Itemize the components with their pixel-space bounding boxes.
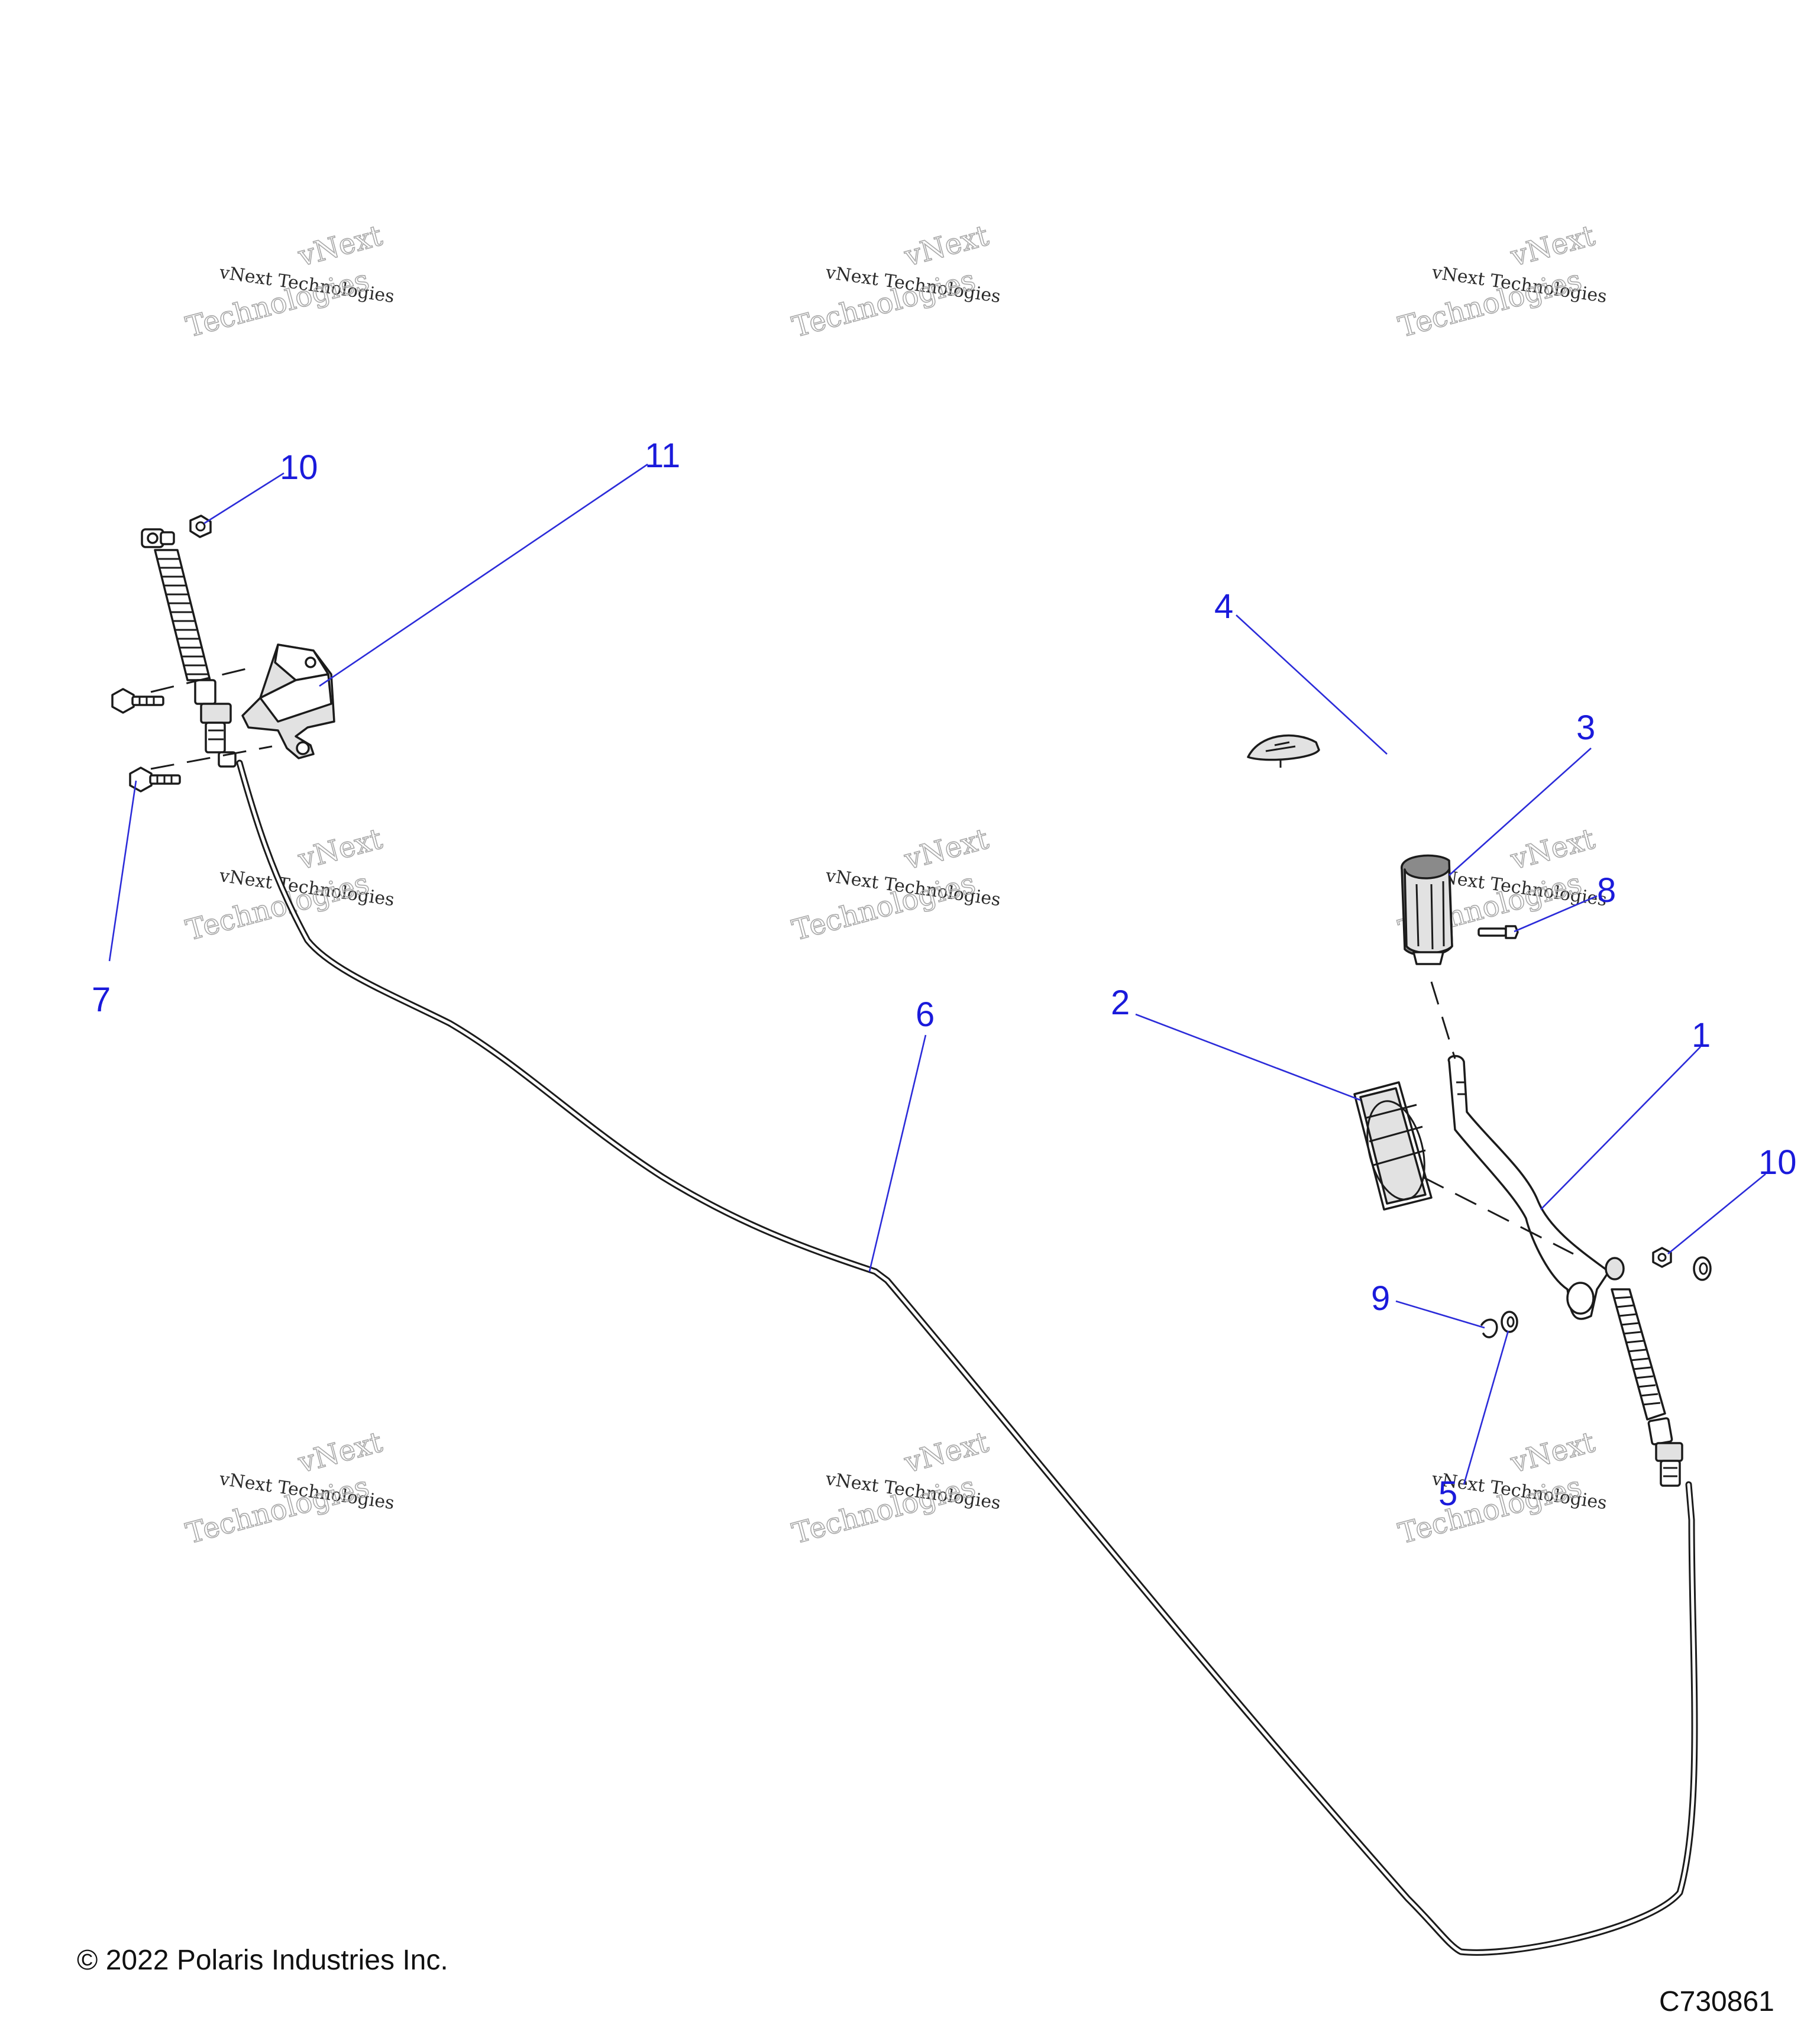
retaining-clip xyxy=(1480,1318,1498,1338)
watermark-brand: vNext xyxy=(901,219,992,273)
leader-11 xyxy=(319,463,648,687)
clutch-cable xyxy=(236,759,1698,1956)
assembly-line-pad xyxy=(1422,1176,1574,1255)
pedal-cover xyxy=(1401,854,1453,965)
cable-inner xyxy=(238,761,1696,1954)
callout-4: 4 xyxy=(1214,587,1233,626)
bolt-lower-left xyxy=(129,767,181,793)
watermark: vNext vNext Technologies Technologies xyxy=(788,218,1002,344)
watermark-brand: vNext xyxy=(1507,219,1598,273)
bolt-upper-left xyxy=(111,688,164,714)
spring-boot-right xyxy=(1611,1288,1683,1487)
copyright-notice: © 2022 Polaris Industries Inc. xyxy=(77,1945,448,1976)
watermark: vNext vNext Technologies Technologies xyxy=(182,822,396,947)
callout-leaders xyxy=(108,463,1766,1485)
watermark-brand: vNext xyxy=(295,822,386,877)
leader-10-right xyxy=(1667,1173,1766,1255)
washer-right xyxy=(1693,1256,1712,1281)
spring-boot-left xyxy=(154,549,211,681)
leader-8 xyxy=(1514,895,1598,933)
callout-5: 5 xyxy=(1438,1474,1457,1513)
callout-1: 1 xyxy=(1692,1016,1711,1055)
watermark: vNext vNext Technologies Technologies xyxy=(182,218,396,344)
callout-10-left: 10 xyxy=(280,448,318,487)
left-cable-end xyxy=(141,528,273,770)
leader-6 xyxy=(868,1034,927,1272)
leader-3 xyxy=(1449,748,1592,876)
callout-6: 6 xyxy=(916,995,935,1034)
nut-right xyxy=(1652,1247,1672,1268)
mount-line-upper xyxy=(150,667,249,693)
callout-labels: 10 11 7 4 3 8 2 1 10 9 5 6 xyxy=(92,436,1797,1513)
mount-line-lower xyxy=(150,745,273,770)
callout-10-right: 10 xyxy=(1758,1143,1797,1182)
leader-9 xyxy=(1395,1300,1485,1329)
callout-9: 9 xyxy=(1371,1279,1390,1318)
pedal-pad xyxy=(1353,1081,1433,1211)
watermark: vNext vNext Technologies Technologies xyxy=(788,1425,1002,1551)
cover-screw xyxy=(1477,925,1519,939)
watermark: vNext vNext Technologies Technologies xyxy=(1395,218,1608,344)
washer-5 xyxy=(1501,1311,1518,1333)
ball-joint-left xyxy=(141,528,175,548)
callout-11: 11 xyxy=(645,436,680,475)
assembly-line-cover xyxy=(1430,981,1456,1059)
watermark-brand: vNext xyxy=(1507,822,1598,877)
watermark: vNext vNext Technologies Technologies xyxy=(1395,1425,1608,1551)
watermark-brand: vNext xyxy=(1507,1425,1598,1480)
leader-1 xyxy=(1540,1046,1701,1210)
watermark: vNext vNext Technologies Technologies xyxy=(788,822,1002,947)
callout-8: 8 xyxy=(1597,871,1616,910)
pedal-cap xyxy=(1247,734,1320,768)
cable-outer xyxy=(236,759,1698,1956)
nut-left xyxy=(189,515,212,538)
leader-7 xyxy=(108,780,137,962)
watermark-brand: vNext xyxy=(901,1425,992,1480)
watermark-brand: vNext xyxy=(295,219,386,273)
watermark-brand: vNext xyxy=(295,1425,386,1480)
cable-fitting-left xyxy=(194,679,237,768)
watermark-grid: vNext vNext Technologies Technologies vN… xyxy=(182,218,1608,1551)
leader-2 xyxy=(1135,1013,1361,1101)
drawing-number: C730861 xyxy=(1659,1986,1774,2017)
watermark: vNext vNext Technologies Technologies xyxy=(182,1425,396,1551)
callout-2: 2 xyxy=(1111,984,1130,1022)
callout-7: 7 xyxy=(92,981,111,1019)
leader-5 xyxy=(1463,1330,1509,1485)
watermark-brand: vNext xyxy=(901,822,992,877)
callout-3: 3 xyxy=(1576,709,1595,747)
leader-10-left xyxy=(203,472,284,525)
cable-bracket xyxy=(241,643,335,759)
clutch-pedal-arm xyxy=(1447,1055,1625,1320)
leader-4 xyxy=(1236,615,1388,755)
